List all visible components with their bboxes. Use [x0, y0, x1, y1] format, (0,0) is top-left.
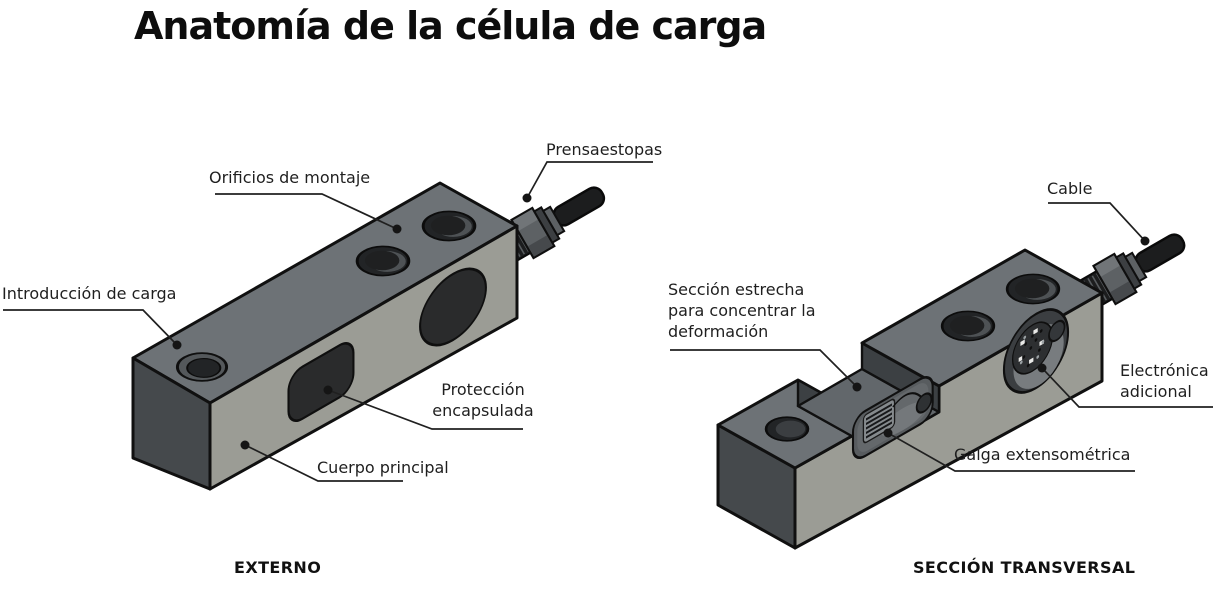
leader-electronics — [1041, 367, 1213, 408]
nut-highlight — [513, 209, 538, 231]
electronics-bore — [1002, 308, 1070, 394]
nut-highlight-2 — [1095, 255, 1120, 277]
caption-cross-section: SECCIÓN TRANSVERSAL — [913, 558, 1136, 577]
leader-strain-gauge — [887, 432, 1135, 472]
leader-cable — [1048, 202, 1146, 242]
gauge-hatch-lines — [865, 403, 892, 439]
leader-dot-mounting-holes — [392, 224, 402, 234]
body-end-face — [131, 356, 212, 491]
leader-narrow-section — [670, 349, 858, 388]
leader-dot-cable — [1140, 236, 1150, 246]
leader-protection — [327, 389, 523, 430]
label-additional-electronics: Electrónica adicional — [1120, 361, 1209, 401]
protection-patch-oval — [419, 267, 487, 347]
leader-dot-cable-gland — [522, 193, 532, 203]
caption-external: EXTERNO — [234, 558, 322, 577]
electronics-components — [1018, 328, 1045, 368]
cross-section-view-drawing — [670, 202, 1213, 550]
mounting-hole-1 — [355, 245, 411, 277]
label-load-introduction: Introducción de carga — [2, 284, 177, 303]
label-narrow-section: Sección estrecha para concentrar la defo… — [668, 280, 816, 341]
gland-collar-4 — [1123, 251, 1148, 283]
label-strain-gauge: Galga extensométrica — [954, 445, 1131, 464]
page-title: Anatomía de la célula de carga — [134, 4, 767, 48]
label-main-body: Cuerpo principal — [317, 458, 449, 477]
bore-side-hole — [1048, 319, 1066, 343]
gland-collar-2 — [541, 205, 566, 237]
leader-dot-electronics — [1037, 363, 1047, 373]
strain-gauge-pocket — [851, 376, 934, 459]
label-mounting-holes: Orificios de montaje — [209, 168, 371, 187]
protection-patch-square — [287, 342, 355, 422]
leader-dot-protection — [323, 385, 333, 395]
section-hole-left — [764, 416, 810, 442]
label-encapsulated-protection: Protección encapsulada — [432, 380, 534, 420]
label-cable-gland: Prensaestopas — [546, 140, 663, 159]
nut-shadow — [528, 235, 553, 257]
leader-dot-strain-gauge — [883, 428, 893, 438]
nut-shadow-2 — [1110, 281, 1135, 303]
leader-dot-load-introduction — [172, 340, 182, 350]
leader-dot-main-body — [240, 440, 250, 450]
leader-load-introduction — [3, 309, 178, 346]
leader-main-body — [244, 444, 403, 482]
leader-mounting-holes — [215, 193, 398, 230]
external-view-drawing — [3, 161, 653, 491]
label-cable: Cable — [1047, 179, 1093, 198]
mounting-hole-2 — [421, 210, 477, 242]
section-hole-right — [1005, 273, 1061, 305]
section-hole-middle — [940, 310, 996, 342]
leader-dot-narrow-section — [852, 382, 862, 392]
leader-cable-gland — [526, 161, 653, 199]
wire-exit-hole — [915, 392, 933, 414]
gauge-wire — [892, 392, 923, 408]
load-introduction-hole — [175, 352, 229, 382]
